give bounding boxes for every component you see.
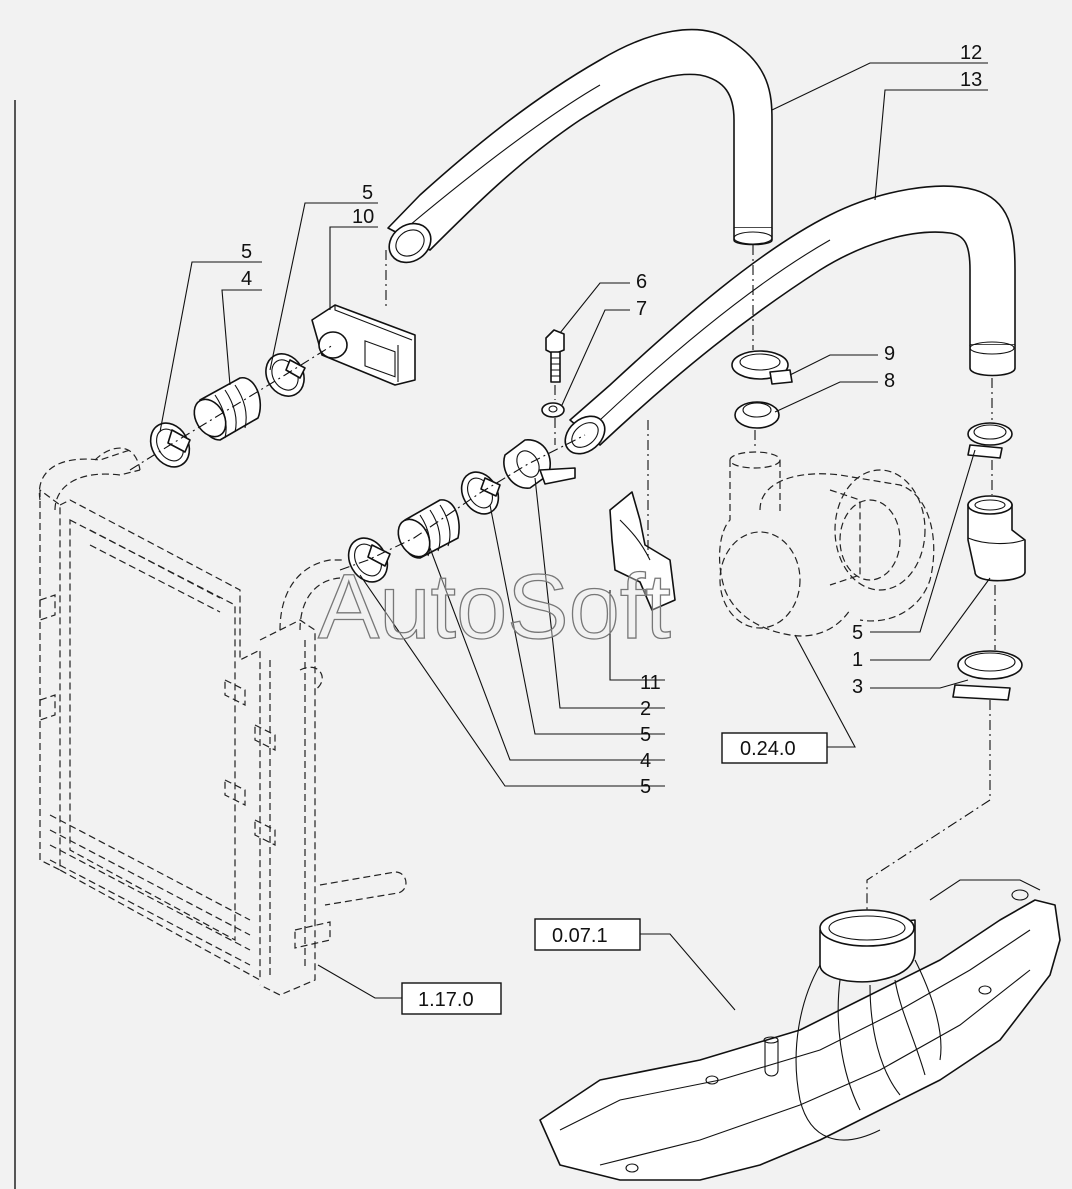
callout-5-top-a: 5: [362, 182, 373, 204]
sleeve-4-middle: [397, 499, 460, 559]
ref-intercooler-label: 1.17.0: [418, 989, 474, 1011]
hose-1: [967, 495, 1026, 582]
callout-1: 1: [852, 649, 863, 671]
callout-12: 12: [960, 42, 982, 64]
ref-box-intake-manifold[interactable]: 0.07.1: [534, 918, 641, 951]
clamp-5-middle-b: [347, 537, 391, 583]
ref-turbo-label: 0.24.0: [740, 738, 796, 760]
clamp-5-right: [967, 422, 1013, 459]
bolt-6: [545, 329, 565, 383]
callout-5-mid-b: 5: [640, 776, 651, 798]
ref-box-intercooler[interactable]: 1.17.0: [401, 982, 502, 1015]
clamp-3: [952, 650, 1023, 701]
callout-8: 8: [884, 370, 895, 392]
clamp-9: [731, 350, 793, 385]
intake-manifold: [539, 879, 1061, 1181]
ref-box-turbo[interactable]: 0.24.0: [721, 732, 828, 764]
bracket-2: [503, 439, 576, 489]
callout-10: 10: [352, 206, 374, 228]
callout-7: 7: [636, 298, 647, 320]
callout-2: 2: [640, 698, 651, 720]
pipe-12: [387, 28, 773, 264]
callout-3: 3: [852, 676, 863, 698]
callout-5-top-b: 5: [241, 241, 252, 263]
seal-8: [734, 401, 780, 429]
callout-11: 11: [640, 672, 661, 694]
bracket-10: [311, 304, 416, 386]
callout-13: 13: [960, 69, 982, 91]
intercooler-radiator: [38, 447, 407, 996]
washer-7: [541, 402, 565, 418]
callout-9: 9: [884, 343, 895, 365]
pipe-13: [564, 185, 1016, 455]
watermark: AutoSoft: [318, 556, 671, 658]
turbocharger: [719, 451, 935, 637]
reference-boxes: 0.24.0 0.07.1 1.17.0: [401, 732, 828, 1015]
callout-4-top: 4: [241, 268, 252, 290]
callout-4-mid: 4: [640, 750, 651, 772]
assembly-centerlines: [129, 245, 996, 910]
callout-5-mid-a: 5: [640, 724, 651, 746]
leader-lines: [159, 62, 991, 1011]
ref-intake-manifold-label: 0.07.1: [552, 925, 608, 947]
sleeve-4-upper: [193, 377, 262, 441]
callout-numbers: 12 13 5 10 5 4 6 7 9 8 5 1 3 11 2 5 4 5: [241, 42, 982, 798]
callout-6: 6: [636, 271, 647, 293]
callout-5-right: 5: [852, 622, 863, 644]
